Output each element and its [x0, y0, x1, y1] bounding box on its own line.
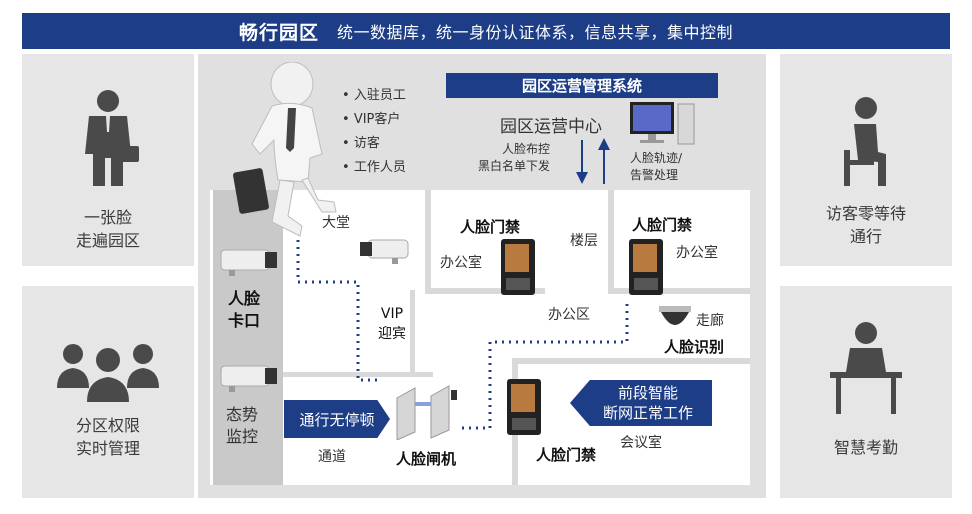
businessman-icon	[22, 88, 194, 188]
sync-arrows-icon	[576, 138, 610, 184]
zone-channel: 通道	[318, 449, 346, 465]
wall	[425, 288, 545, 294]
face-deploy-label: 人脸布控 黑白名单下发	[478, 142, 551, 173]
face-terminal-icon	[500, 238, 536, 300]
zone-vip: VIP 迎宾	[378, 306, 406, 342]
face-recognition-label: 人脸识别	[664, 338, 725, 356]
wall	[425, 190, 431, 290]
card-zone-permission-label: 分区权限 实时管理	[75, 416, 140, 458]
header-banner: 畅行园区 统一数据库，统一身份认证体系，信息共享，集中控制	[22, 13, 950, 49]
system-title-bar: 园区运营管理系统	[446, 73, 718, 98]
user-type-item: 入驻员工	[342, 84, 406, 108]
wall	[283, 372, 433, 377]
zone-lobby: 大堂	[322, 215, 350, 231]
face-access-label-1: 人脸门禁	[460, 218, 521, 236]
turnstile-gate-icon	[395, 384, 465, 444]
desk-person-icon	[780, 320, 952, 416]
bullet-camera-icon	[219, 360, 279, 396]
face-checkpoint-label: 人脸 卡口	[228, 289, 261, 330]
monitor-computer-icon	[628, 100, 696, 152]
user-type-item: 访客	[342, 132, 406, 156]
people-group-icon	[22, 338, 194, 404]
wall	[608, 190, 614, 290]
zone-office-1: 办公室	[440, 255, 482, 271]
card-visitor: 访客零等待 通行	[780, 54, 952, 266]
zone-office-area: 办公区	[548, 307, 590, 323]
zone-meeting: 会议室	[620, 435, 662, 451]
header-title: 畅行园区	[238, 21, 319, 44]
face-trace-label: 人脸轨迹/ 告警处理	[630, 151, 683, 182]
situation-monitor-label: 态势 监控	[226, 405, 259, 446]
user-type-item: 工作人员	[342, 156, 406, 180]
face-terminal-icon	[506, 378, 542, 440]
edge-intelligence-banner: 前段智能 断网正常工作	[570, 380, 712, 426]
pass-no-stop-banner: 通行无停顿	[284, 400, 390, 438]
card-one-face: 一张脸 走遍园区	[22, 54, 194, 266]
wall	[608, 288, 750, 294]
user-type-item: VIP客户	[342, 108, 406, 132]
zone-floor: 楼层	[570, 233, 598, 249]
card-zone-permission: 分区权限 实时管理	[22, 286, 194, 498]
face-terminal-icon	[628, 238, 664, 300]
ops-center-label: 园区运营中心	[500, 117, 602, 137]
zone-corridor: 走廊	[696, 313, 724, 329]
face-access-label-2: 人脸门禁	[632, 216, 693, 234]
user-type-list: 入驻员工 VIP客户 访客 工作人员	[342, 84, 406, 180]
card-one-face-label: 一张脸 走遍园区	[75, 208, 140, 250]
card-visitor-label: 访客零等待 通行	[825, 204, 906, 246]
wall	[410, 290, 415, 374]
header-subtitle: 统一数据库，统一身份认证体系，信息共享，集中控制	[337, 23, 734, 42]
bullet-camera-icon	[219, 244, 279, 280]
walking-businessman-figure	[230, 61, 338, 246]
dome-camera-icon	[655, 304, 695, 340]
seated-person-icon	[780, 94, 952, 190]
card-attendance: 智慧考勤	[780, 286, 952, 498]
wall	[512, 358, 750, 364]
zone-office-2: 办公室	[676, 245, 718, 261]
bullet-camera-icon	[358, 236, 410, 270]
entrance-zone	[213, 190, 283, 485]
face-access-label-3: 人脸门禁	[536, 446, 597, 464]
face-gate-label: 人脸闸机	[396, 450, 457, 468]
card-attendance-label: 智慧考勤	[833, 438, 898, 457]
